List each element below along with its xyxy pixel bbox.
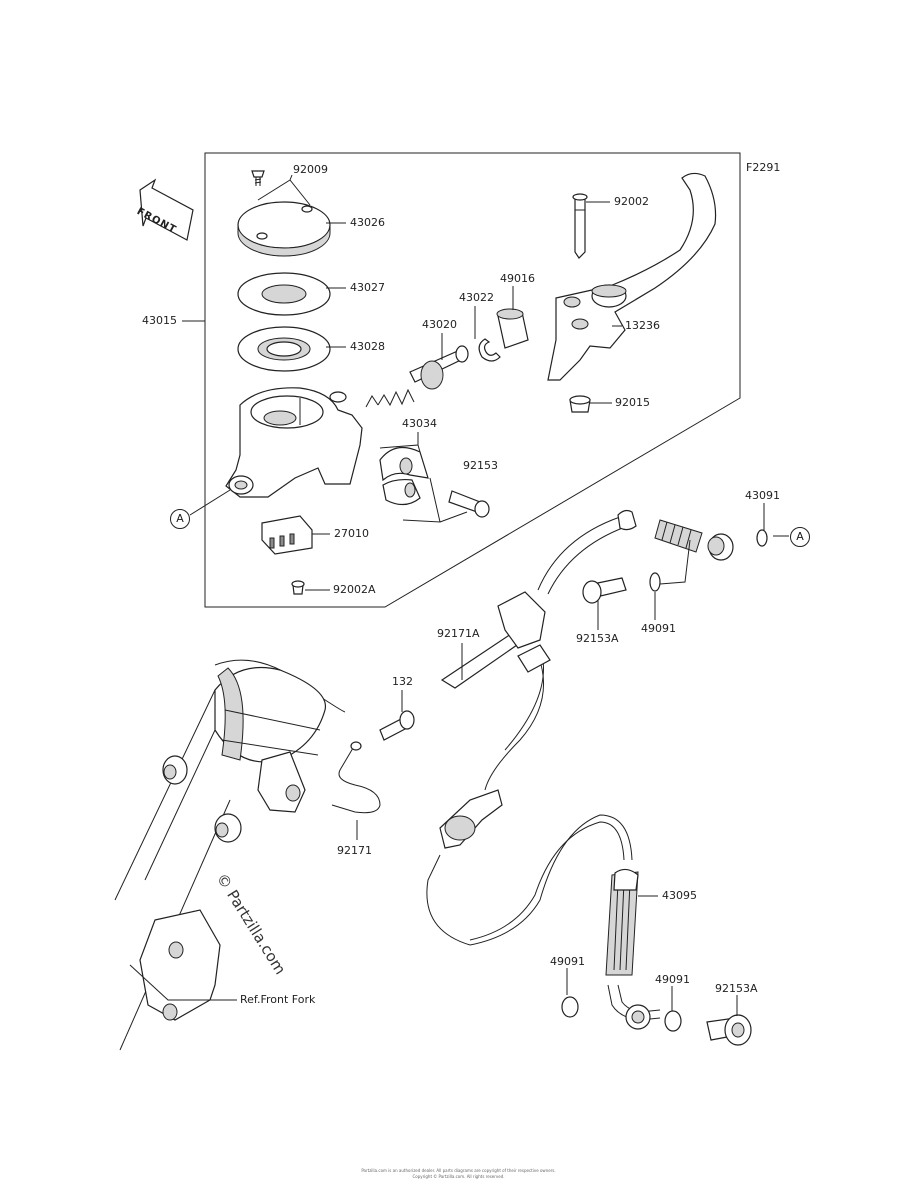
callout-13236[interactable]: 13236 [625,319,660,332]
brake-lever-13236 [547,172,717,381]
callout-92153A-bottom[interactable]: 92153A [715,982,758,995]
screw-92009-icon [251,170,265,186]
bracket-92171A [440,591,551,689]
bolt-92153 [448,490,490,518]
spring-icon [365,388,415,408]
plate-43027 [237,272,331,316]
callout-92009[interactable]: 92009 [293,163,328,176]
callout-43095[interactable]: 43095 [662,889,697,902]
callout-43026[interactable]: 43026 [350,216,385,229]
callout-49016[interactable]: 49016 [500,272,535,285]
callout-92171A[interactable]: 92171A [437,627,480,640]
callout-92153A-top[interactable]: 92153A [576,632,619,645]
connector-a-left[interactable]: A [170,509,190,529]
front-arrow-icon [139,178,194,241]
boot-49016 [496,308,529,349]
callout-49091-right[interactable]: 49091 [655,973,690,986]
reservoir-cap-43026 [237,201,331,257]
banjo-bolt-92153A-top [582,577,627,604]
diaphragm-43028 [237,326,331,372]
callout-49091-top[interactable]: 49091 [641,622,676,635]
washer-49091-left [561,996,579,1018]
piston-43020 [409,345,469,390]
callout-132[interactable]: 132 [392,675,413,688]
callout-43022[interactable]: 43022 [459,291,494,304]
assembly-frame [204,152,741,608]
banjo-bolt-92153A-bottom [706,1014,752,1046]
ref-front-fork-label[interactable]: Ref.Front Fork [240,993,316,1006]
callout-92153[interactable]: 92153 [463,459,498,472]
footer-line-1: Partzilla.com is an authorized dealer. A… [361,1168,556,1173]
callout-49091-left[interactable]: 49091 [550,955,585,968]
callout-43015[interactable]: 43015 [142,314,177,327]
callout-43091[interactable]: 43091 [745,489,780,502]
front-fork [114,659,346,1051]
washer-49091-top [649,572,661,592]
circlip-43022 [478,338,501,362]
connector-a-right[interactable]: A [790,527,810,547]
clamp-43034 [379,446,429,506]
callout-92002[interactable]: 92002 [614,195,649,208]
brake-hose-43091 [484,509,768,791]
nut-92015 [569,395,591,413]
callout-92002A[interactable]: 92002A [333,583,376,596]
leader-lines [182,174,789,1016]
clamp-92171 [331,747,381,814]
washer-49091-right [664,1010,682,1032]
callout-92171[interactable]: 92171 [337,844,372,857]
screw-92002A [291,580,305,595]
callout-92015[interactable]: 92015 [615,396,650,409]
bolt-132 [379,710,415,741]
callout-27010[interactable]: 27010 [334,527,369,540]
master-cylinder-body [225,387,363,498]
callout-43027[interactable]: 43027 [350,281,385,294]
callout-43028[interactable]: 43028 [350,340,385,353]
footer-line-2: Copyright © Partzilla.com. All rights re… [412,1174,505,1179]
hose-guide [426,789,633,946]
callout-43020[interactable]: 43020 [422,318,457,331]
switch-27010 [261,515,313,555]
figure-code: F2291 [746,161,781,174]
brake-hose-43095 [605,868,661,1030]
pivot-pin-92002 [572,193,588,259]
callout-43034[interactable]: 43034 [402,417,437,430]
